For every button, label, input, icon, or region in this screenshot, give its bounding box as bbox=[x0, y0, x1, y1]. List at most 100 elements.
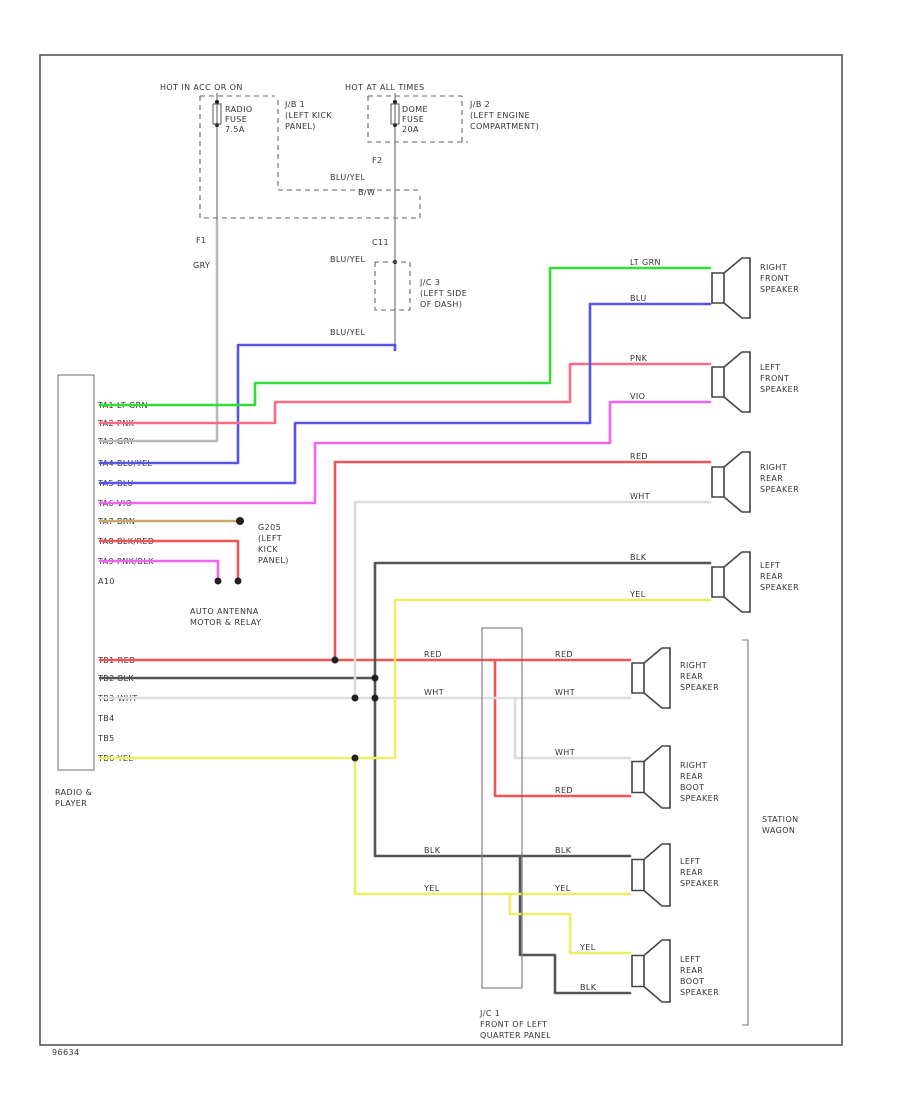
speaker-wire-label: VIO bbox=[630, 392, 645, 401]
jb2-outline-top bbox=[368, 95, 463, 142]
antenna-terminal-1 bbox=[214, 577, 222, 585]
wire-wht-right-rear bbox=[353, 500, 712, 700]
radio-label-2: PLAYER bbox=[55, 799, 87, 808]
speaker-icon bbox=[631, 843, 671, 907]
jc3-label-1: J/C 3 bbox=[419, 278, 440, 287]
speaker-wire-label: WHT bbox=[555, 688, 575, 697]
jc1-label-3: QUARTER PANEL bbox=[480, 1031, 551, 1040]
speaker-label-line: LEFT bbox=[760, 363, 780, 372]
footer-code: 96634 bbox=[52, 1048, 79, 1057]
radio-pin-b-5: TB5 bbox=[97, 734, 115, 743]
jc1-label-1: J/C 1 bbox=[479, 1009, 500, 1018]
speaker-label-line: BOOT bbox=[680, 783, 704, 792]
ground-label-4: PANEL) bbox=[258, 556, 289, 565]
speaker-icon bbox=[711, 551, 751, 613]
speaker-label-line: RIGHT bbox=[680, 661, 707, 670]
wire-yel-wagon-boot bbox=[508, 892, 632, 955]
speaker-label-line: REAR bbox=[760, 572, 783, 581]
speaker-icon bbox=[711, 257, 751, 319]
jc3-label-3: OF DASH) bbox=[420, 300, 462, 309]
speaker-icon bbox=[631, 745, 671, 809]
dome-fuse-label-3: 20A bbox=[402, 125, 419, 134]
jb1-label-1: J/B 1 bbox=[284, 100, 305, 109]
speaker-label-line: SPEAKER bbox=[680, 879, 719, 888]
dome-fuse-icon bbox=[390, 103, 400, 125]
radio-label-1: RADIO & bbox=[55, 788, 92, 797]
radio-fuse-icon bbox=[212, 103, 222, 125]
speaker-label-line: LEFT bbox=[680, 857, 700, 866]
radio-pin-a-10: A10 bbox=[98, 577, 115, 586]
splice-blk bbox=[371, 674, 379, 682]
radio-fuse-label-2: FUSE bbox=[225, 115, 247, 124]
speaker-wire-label: BLK bbox=[630, 553, 647, 562]
bottom-wire-label: BLU/YEL bbox=[330, 328, 365, 337]
speaker-wire-label: LT GRN bbox=[630, 258, 661, 267]
speaker-label-line: SPEAKER bbox=[680, 794, 719, 803]
jb2-label-2: (LEFT ENGINE bbox=[470, 111, 530, 120]
wagon-bracket bbox=[742, 639, 749, 1026]
radio-fuse-label-1: RADIO bbox=[225, 105, 253, 114]
speaker-wire-label: WHT bbox=[555, 748, 575, 757]
speaker-wire-label: BLU bbox=[630, 294, 647, 303]
wire-blk-red bbox=[98, 539, 240, 582]
jb1-outline bbox=[199, 96, 421, 219]
speaker-wire-label: RED bbox=[555, 786, 573, 795]
speaker-label-line: REAR bbox=[760, 474, 783, 483]
splice-wht bbox=[351, 694, 359, 702]
wire-pnk-blk bbox=[98, 559, 220, 582]
wire-blk-left-rear bbox=[373, 561, 712, 680]
speaker-label-line: RIGHT bbox=[680, 761, 707, 770]
speaker-wire-label: WHT bbox=[630, 492, 650, 501]
antenna-label-2: MOTOR & RELAY bbox=[190, 618, 261, 627]
splice-red bbox=[331, 656, 339, 664]
speaker-label-line: SPEAKER bbox=[760, 583, 799, 592]
speaker-label-line: SPEAKER bbox=[760, 385, 799, 394]
speaker-icon bbox=[711, 351, 751, 413]
wire-yel-wagon-left-rear bbox=[353, 756, 632, 896]
f2-pin-label: B/W bbox=[358, 188, 375, 197]
wire-red-wagon-boot bbox=[493, 658, 632, 798]
jc3-outline bbox=[374, 261, 411, 311]
dome-fuse-label-2: FUSE bbox=[402, 115, 424, 124]
jb1-label-3: PANEL) bbox=[285, 122, 316, 131]
speaker-label-line: SPEAKER bbox=[760, 485, 799, 494]
radio-player-box bbox=[57, 374, 95, 771]
wire-red-right-rear bbox=[333, 460, 712, 662]
wire-blk-wagon-left-rear bbox=[373, 676, 632, 858]
radio-fuse-terminal-top bbox=[215, 100, 219, 104]
hot-acc-label: HOT IN ACC OR ON bbox=[160, 83, 243, 92]
speaker-label-line: LEFT bbox=[760, 561, 780, 570]
jb1-inner-outline bbox=[277, 100, 418, 191]
speaker-label-line: REAR bbox=[680, 672, 703, 681]
speaker-label-line: REAR bbox=[680, 772, 703, 781]
wire-vio bbox=[98, 400, 712, 505]
f1-label: F1 bbox=[196, 236, 207, 245]
wire-gry bbox=[98, 220, 219, 443]
splice-blk-2 bbox=[371, 694, 379, 702]
wire-wht-wagon-boot bbox=[513, 696, 632, 760]
speaker-label-line: SPEAKER bbox=[680, 683, 719, 692]
wagon-label-2: WAGON bbox=[762, 826, 795, 835]
jc1-box bbox=[481, 627, 523, 989]
jb1-label-2: (LEFT KICK bbox=[285, 111, 332, 120]
speaker-wire-label: RED bbox=[555, 650, 573, 659]
wire-yel-left-rear bbox=[98, 598, 712, 760]
speaker-label-line: SPEAKER bbox=[760, 285, 799, 294]
wire-blu-yel bbox=[98, 343, 397, 465]
speaker-label-line: FRONT bbox=[760, 374, 789, 383]
speaker-wire-label: RED bbox=[630, 452, 648, 461]
speaker-label-line: BOOT bbox=[680, 977, 704, 986]
wire-blu bbox=[98, 302, 712, 485]
radio-pin-b-4: TB4 bbox=[97, 714, 115, 723]
jc1-wire-yel: YEL bbox=[423, 884, 440, 893]
jc1-wire-blk: BLK bbox=[424, 846, 441, 855]
wire-lt-grn bbox=[98, 266, 712, 407]
f2-label: F2 bbox=[372, 156, 383, 165]
hot-all-times-label: HOT AT ALL TIMES bbox=[345, 83, 425, 92]
